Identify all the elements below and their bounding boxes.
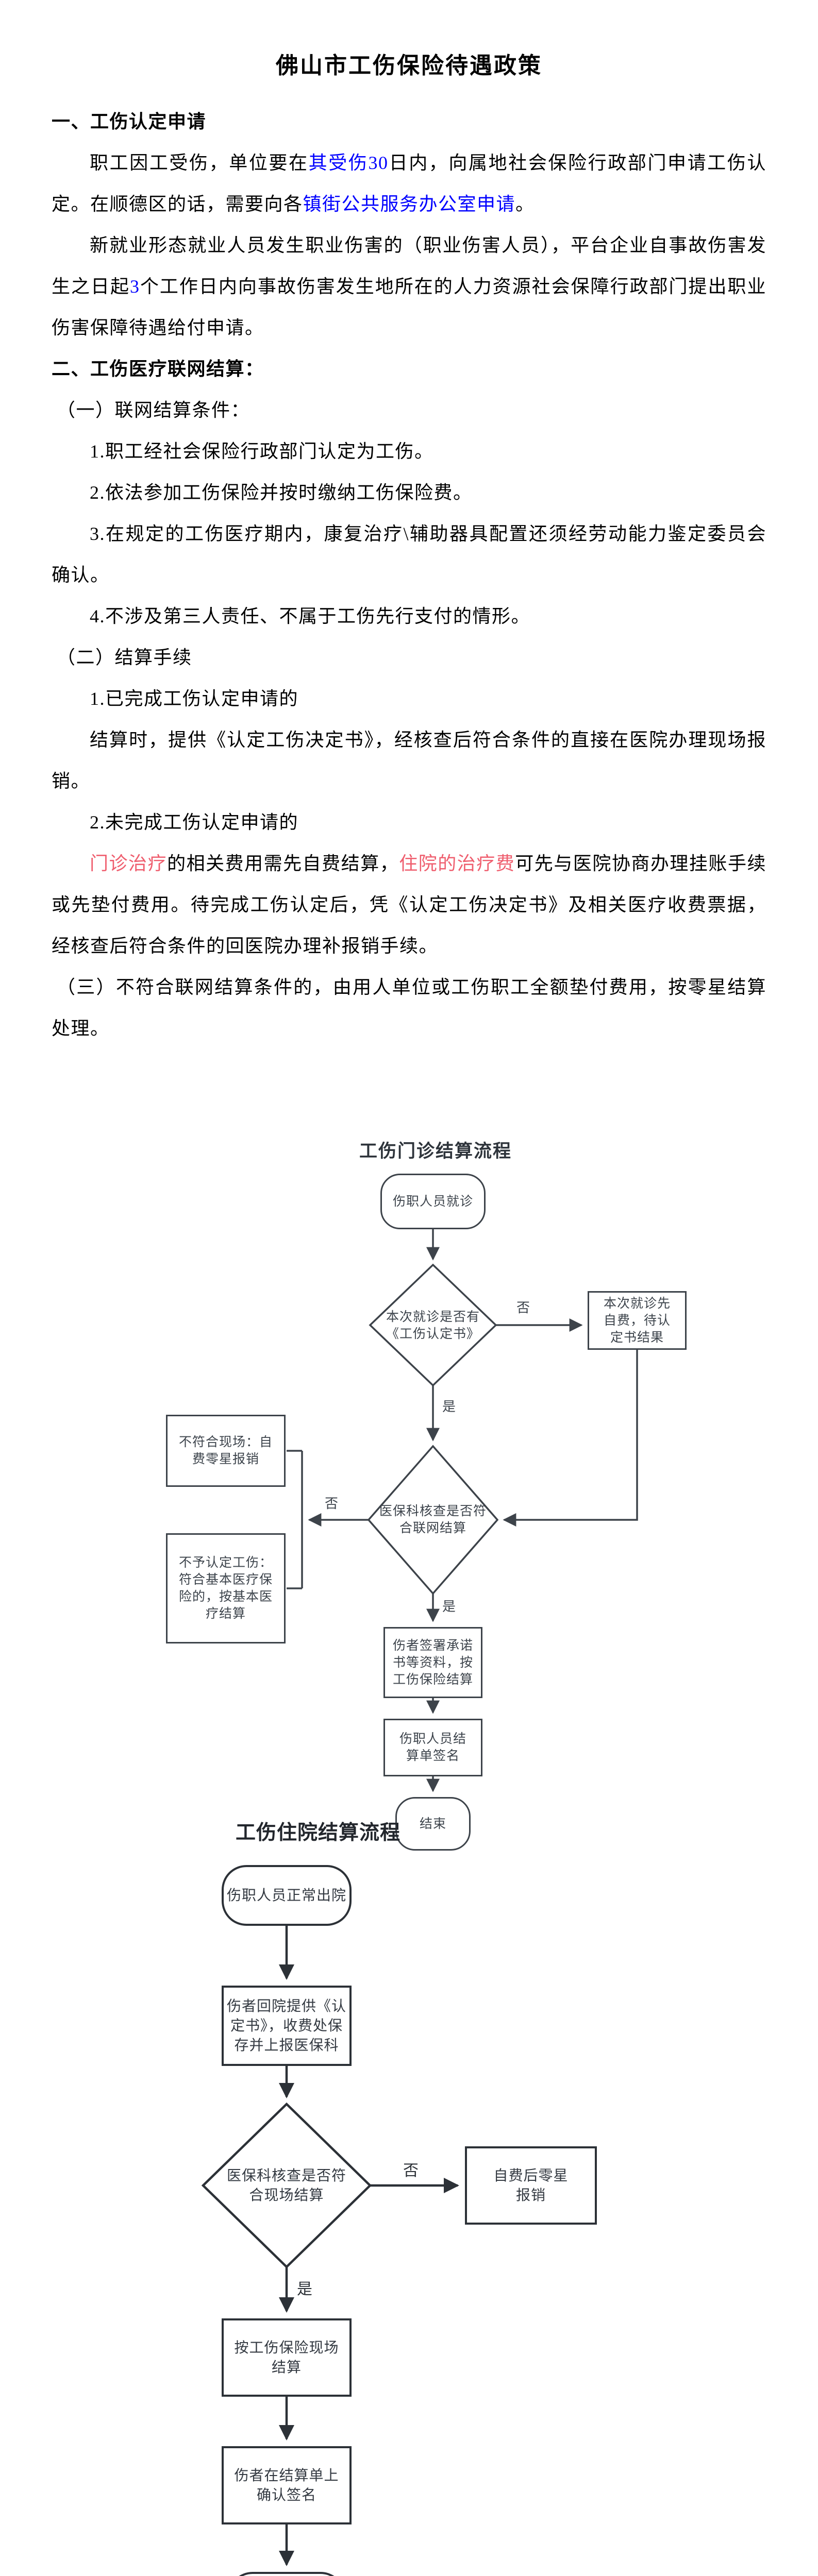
proc2-highlight-inpatient-fee: 住院的治疗费 xyxy=(399,853,515,874)
edge-label-yes1: 是 xyxy=(442,1399,456,1414)
node-onsite-settle: 按工伤保险现场 结算 xyxy=(222,2318,352,2397)
p1-text-3: 。 xyxy=(515,194,535,214)
section2-heading: 二、工伤医疗联网结算： xyxy=(52,359,264,379)
edge-label-no1: 否 xyxy=(516,1300,530,1315)
condition-item-1: 1.职工经社会保险行政部门认定为工伤。 xyxy=(90,441,434,462)
paragraph-injury-application: 职工因工受伤，单位要在其受伤30日内，向属地社会保险行政部门申请工伤认定。在顺德… xyxy=(52,142,766,225)
proc2-text-2: 可先与医院协商办理挂账手续或先垫付费用。待完成工伤认定后，凭《认定工伤决定书》及… xyxy=(52,853,766,956)
procedure1-title: 1.已完成工伤认定申请的 xyxy=(90,688,299,709)
proc2-highlight-outpatient: 门诊治疗 xyxy=(90,853,168,874)
section1-heading: 一、工伤认定申请 xyxy=(52,111,207,132)
node-provide-cert: 伤者回院提供《认 定书》，收费处保 存并上报医保科 xyxy=(222,1986,352,2066)
node-decision-network: 医保科核查是否符 合联网结算 xyxy=(379,1504,487,1535)
node-confirm-sign: 伤者在结算单上 确认签名 xyxy=(222,2446,352,2524)
node-inpatient-end: 结束 xyxy=(228,2572,345,2576)
condition-heading: （一）联网结算条件： xyxy=(57,400,251,420)
procedure2-body: 门诊治疗的相关费用需先自费结算，住院的治疗费可先与医院协商办理挂账手续或先垫付费… xyxy=(52,843,766,967)
document-title: 佛山市工伤保险待遇政策 xyxy=(276,53,542,78)
edge-no-branch-split xyxy=(287,1450,303,1589)
document-body: 佛山市工伤保险待遇政策 一、工伤认定申请 职工因工受伤，单位要在其受伤30日内，… xyxy=(52,49,766,1049)
node-self-pay-wait: 本次就诊先 自费，待认 定书结果 xyxy=(588,1291,687,1350)
condition-item-3: 3.在规定的工伤医疗期内，康复治疗\辅助器具配置还须经劳动能力鉴定委员会确认。 xyxy=(52,523,766,585)
node-decision-onsite: 医保科核查是否符 合现场结算 xyxy=(226,2167,346,2203)
condition-item-2: 2.依法参加工伤保险并按时缴纳工伤保险费。 xyxy=(90,482,473,503)
edge-label-yes: 是 xyxy=(297,2281,312,2298)
node-sign-statement: 伤职人员结 算单签名 xyxy=(383,1719,482,1776)
node-not-onsite-reimburse: 不符合现场：自 费零星报销 xyxy=(166,1415,286,1487)
proc2-text-1: 的相关费用需先自费结算， xyxy=(167,853,399,874)
flowchart-inpatient-title: 工伤住院结算流程 xyxy=(236,1822,401,1844)
p2-text-2: 个工作日内向事故伤害发生地所在的人力资源社会保障行政部门提出职业伤害保障待遇给付… xyxy=(52,276,766,338)
node-discharge: 伤职人员正常出院 xyxy=(222,1865,352,1926)
node-sign-commitment: 伤者签署承诺 书等资料，按 工伤保险结算 xyxy=(383,1627,482,1698)
item3-paragraph: （三）不符合联网结算条件的，由用人单位或工伤职工全额垫付费用，按零星结算处理。 xyxy=(52,977,766,1039)
flowchart-outpatient-title: 工伤门诊结算流程 xyxy=(359,1141,512,1161)
edge-label-no2: 否 xyxy=(325,1496,339,1511)
p1-link-town-office[interactable]: 镇街公共服务办公室申请 xyxy=(303,194,516,214)
node-decision-has-cert: 本次就诊是否有 《工伤认定书》 xyxy=(386,1309,480,1341)
node-start-visit: 伤职人员就诊 xyxy=(380,1174,486,1229)
procedure1-body: 结算时，提供《认定工伤决定书》，经核查后符合条件的直接在医院办理现场报销。 xyxy=(52,730,766,791)
p1-text-1: 职工因工受伤，单位要在 xyxy=(90,152,309,173)
edge-label-yes2: 是 xyxy=(442,1599,456,1614)
node-not-work-injury: 不予认定工伤： 符合基本医疗保 险的，按基本医 疗结算 xyxy=(166,1533,286,1643)
procedure-heading: （二）结算手续 xyxy=(57,647,192,668)
edge-label-no: 否 xyxy=(403,2162,419,2179)
p1-text-2: 日内，向属地社会保险行政部门申请工伤认定。在顺德区的话，需要向各 xyxy=(52,152,766,214)
p2-text-1: 新就业形态就业人员发生职业伤害的（职业伤害人员），平台企业自事故伤害发生之日起 xyxy=(52,235,766,297)
procedure2-title: 2.未完成工伤认定申请的 xyxy=(90,812,299,833)
edge-selfpay-loop-to-checknetwork xyxy=(503,1350,638,1527)
node-self-reimburse: 自费后零星 报销 xyxy=(465,2146,597,2225)
node-outpatient-end: 结束 xyxy=(395,1797,471,1851)
paragraph-new-employment: 新就业形态就业人员发生职业伤害的（职业伤害人员），平台企业自事故伤害发生之日起3… xyxy=(52,225,766,348)
condition-item-4: 4.不涉及第三人责任、不属于工伤先行支付的情形。 xyxy=(90,606,531,626)
p1-highlight-30days: 其受伤30 xyxy=(308,152,389,173)
p2-highlight-3days: 3 xyxy=(129,276,140,297)
